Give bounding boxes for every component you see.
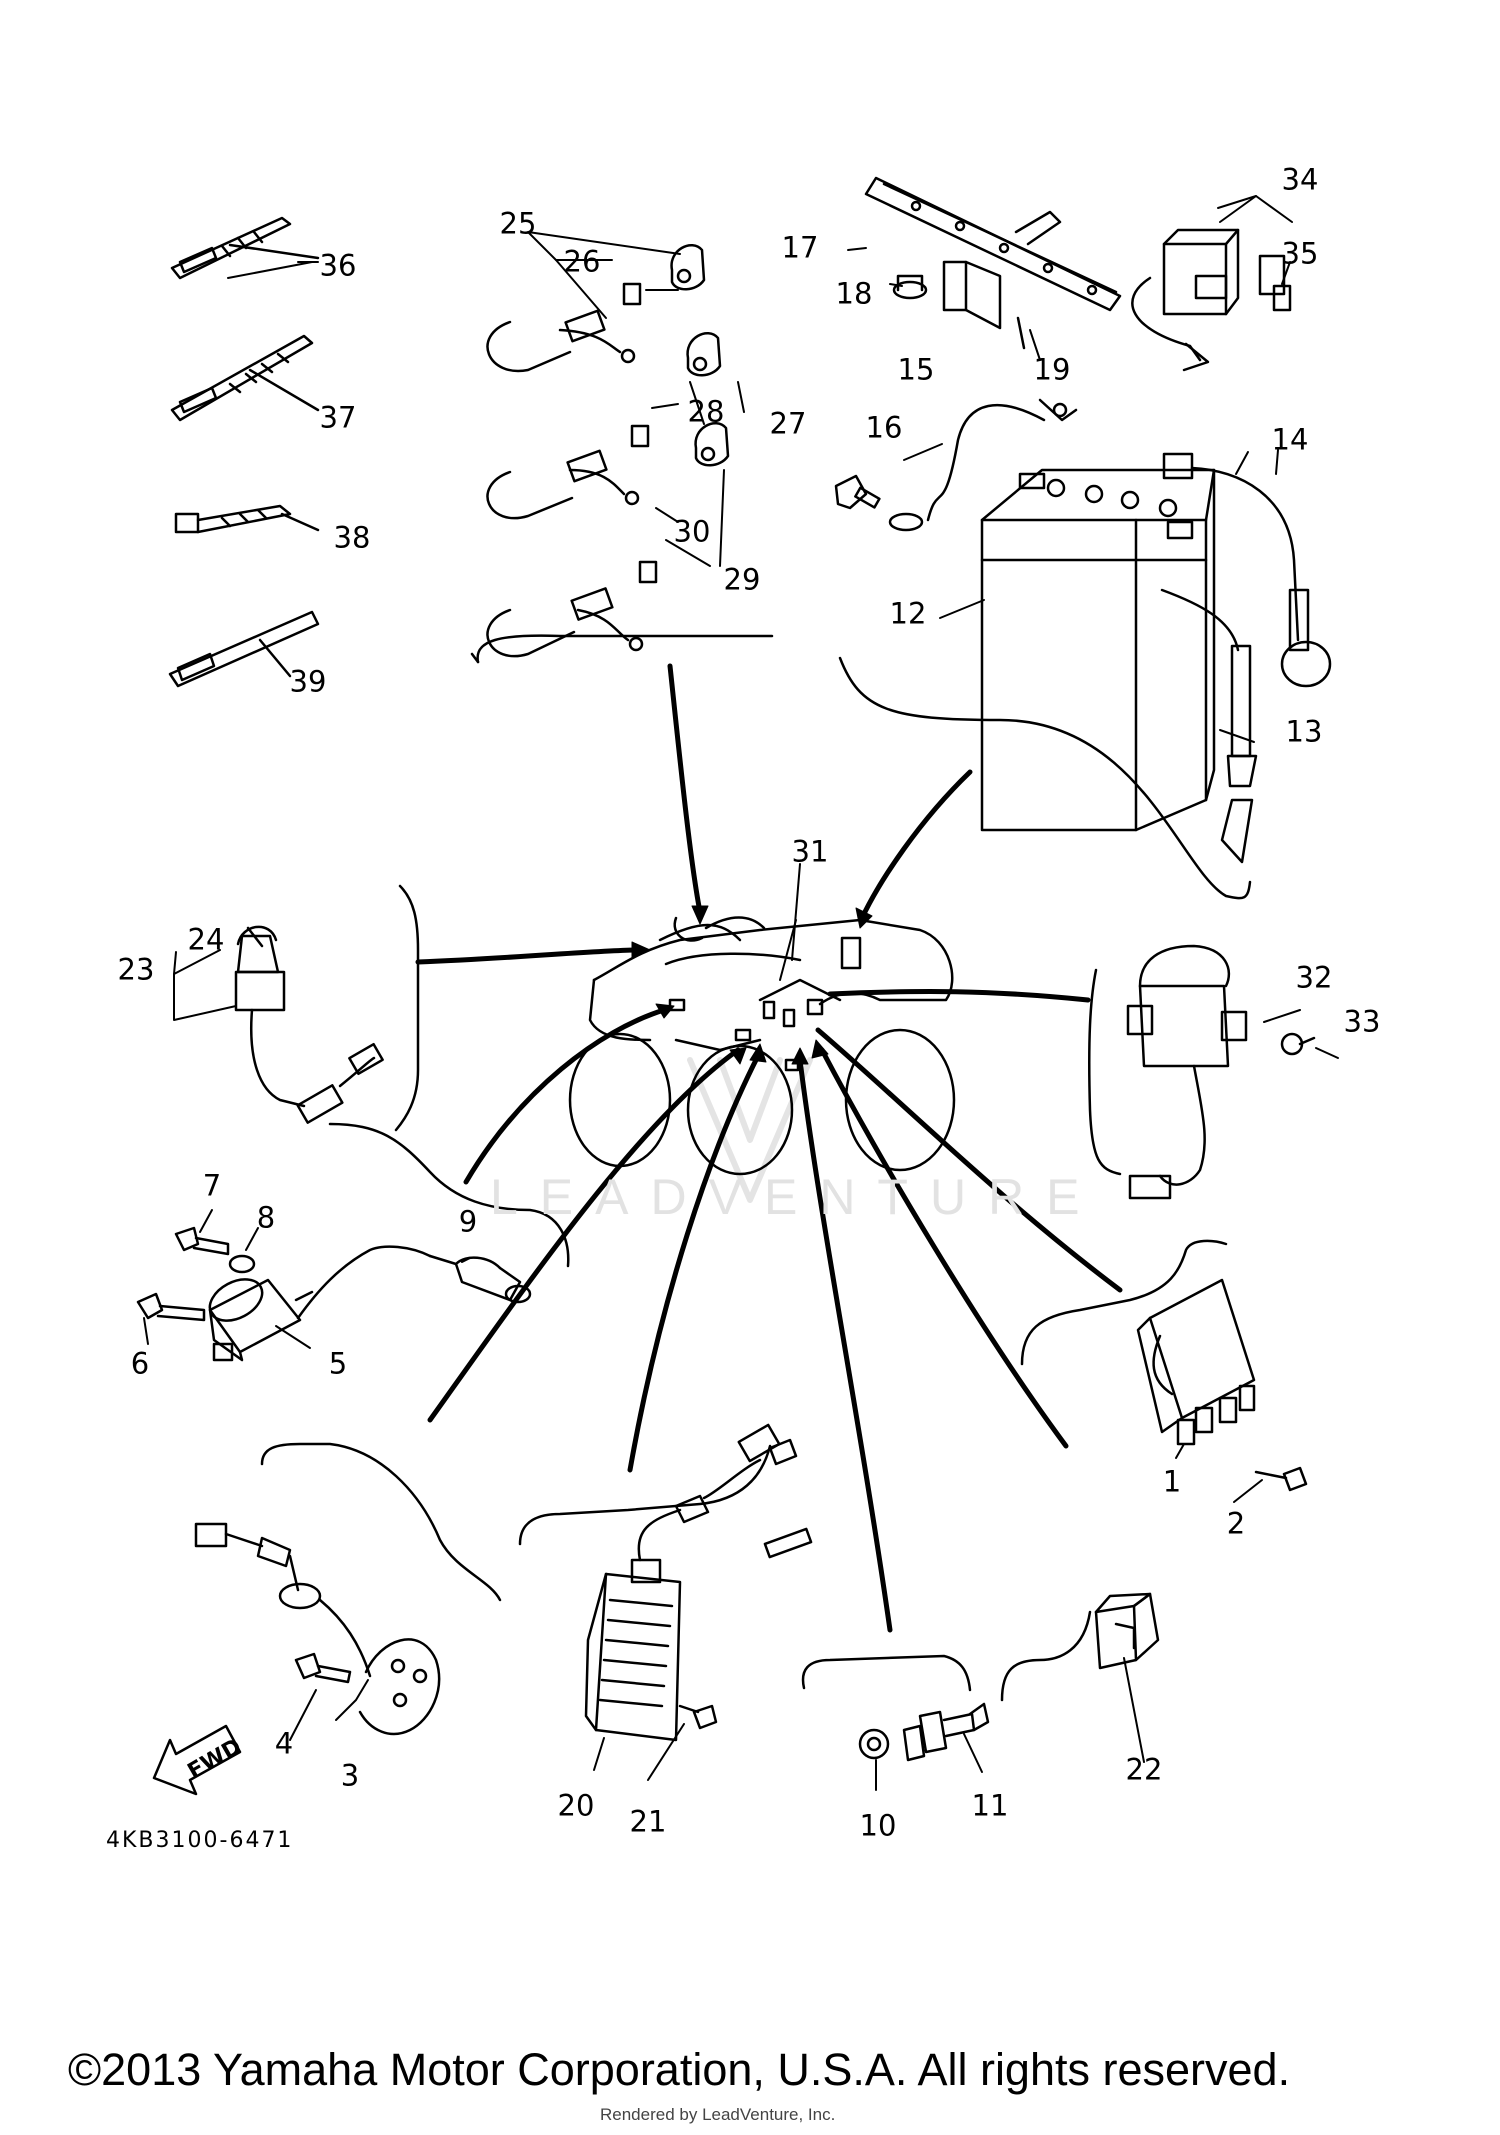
part-number-8: 8 xyxy=(256,1200,276,1235)
bolt-2 xyxy=(1256,1468,1306,1490)
ignition-coil-5 xyxy=(203,1247,430,1360)
part-number-36: 36 xyxy=(319,248,357,283)
rectifier-32 xyxy=(1128,946,1246,1198)
band-19 xyxy=(944,262,1024,348)
part-number-6: 6 xyxy=(130,1346,150,1381)
bolt-7 xyxy=(176,1228,228,1254)
part-number-15: 15 xyxy=(897,352,935,387)
sender-11 xyxy=(904,1704,988,1760)
watermark-text: LEADVENTURE xyxy=(490,1169,1102,1225)
battery-band-17 xyxy=(866,178,1120,310)
bolt-21 xyxy=(680,1706,716,1728)
part-number-24: 24 xyxy=(187,922,225,957)
bolt-4 xyxy=(296,1654,350,1682)
part-number-38: 38 xyxy=(333,520,371,555)
plug-cap-9 xyxy=(430,1256,530,1302)
part-number-28: 28 xyxy=(687,394,725,429)
bolt-33 xyxy=(1282,1034,1314,1054)
battery-cable-15 xyxy=(890,400,1076,530)
part-number-32: 32 xyxy=(1295,960,1333,995)
washer-8 xyxy=(230,1256,254,1272)
part-number-9: 9 xyxy=(458,1204,478,1239)
battery-box xyxy=(982,470,1214,830)
bolt-16 xyxy=(836,476,879,508)
washer-10 xyxy=(860,1730,888,1758)
part-number-20: 20 xyxy=(557,1788,595,1823)
breather-hose-13 xyxy=(1162,590,1256,862)
leaders-34-35 xyxy=(1218,196,1292,284)
rectifier-bracket xyxy=(1089,970,1120,1174)
part-number-10: 10 xyxy=(859,1808,897,1843)
part-number-22: 22 xyxy=(1125,1752,1163,1787)
part-number-17: 17 xyxy=(781,230,819,265)
key-switch-bracket xyxy=(396,886,418,1130)
sender-bracket xyxy=(803,1656,970,1690)
part-number-30: 30 xyxy=(673,514,711,549)
part-number-4: 4 xyxy=(274,1726,294,1761)
battery-bracket xyxy=(840,658,1250,898)
bolt-6 xyxy=(138,1294,204,1320)
part-number-5: 5 xyxy=(328,1346,348,1381)
part-number-3: 3 xyxy=(340,1758,360,1793)
part-number-13: 13 xyxy=(1285,714,1323,749)
part-number-12: 12 xyxy=(889,596,927,631)
rendered-by: Rendered by LeadVenture, Inc. xyxy=(600,2105,836,2124)
atv-outline xyxy=(570,918,954,1175)
part-number-25: 25 xyxy=(499,206,537,241)
main-switch-23 xyxy=(236,927,383,1123)
part-number-21: 21 xyxy=(629,1804,667,1839)
part-number-27: 27 xyxy=(769,406,807,441)
part-number-16: 16 xyxy=(865,410,903,445)
plug-caps-leaders xyxy=(528,232,744,566)
diagram-code: 4KB3100-6471 xyxy=(106,1828,294,1853)
copyright-notice: ©2013 Yamaha Motor Corporation, U.S.A. A… xyxy=(68,2044,1291,2095)
part-number-34: 34 xyxy=(1281,162,1319,197)
relay-22 xyxy=(1096,1594,1158,1668)
coil-bracket xyxy=(330,1124,568,1266)
part-number-31: 31 xyxy=(791,834,829,869)
cable-tie-38 xyxy=(176,506,318,532)
part-number-11: 11 xyxy=(971,1788,1009,1823)
part-number-14: 14 xyxy=(1271,422,1309,457)
cdi-unit-1 xyxy=(1138,1280,1254,1444)
part-number-7: 7 xyxy=(202,1168,222,1203)
fuse-35 xyxy=(1274,286,1290,310)
part-number-1: 1 xyxy=(1162,1464,1182,1499)
sensor-bracket xyxy=(262,1444,500,1600)
part-number-23: 23 xyxy=(117,952,155,987)
regulator-bracket xyxy=(520,1446,770,1544)
lead-14 xyxy=(1164,454,1330,686)
part-number-37: 37 xyxy=(319,400,357,435)
cable-tie-39 xyxy=(170,612,318,686)
starter-relay-34 xyxy=(1132,230,1284,370)
part-number-39: 39 xyxy=(289,664,327,699)
damper-18 xyxy=(894,276,926,298)
regulator-20 xyxy=(586,1425,811,1740)
cdi-bracket xyxy=(1022,1241,1226,1364)
part-number-33: 33 xyxy=(1343,1004,1381,1039)
part-number-2: 2 xyxy=(1226,1506,1246,1541)
fwd-arrow-icon xyxy=(154,1726,240,1794)
plug-caps-group xyxy=(472,245,772,662)
number-leaders xyxy=(144,248,1338,1790)
arrowheads xyxy=(632,906,872,1064)
part-number-29: 29 xyxy=(723,562,761,597)
callout-lines xyxy=(418,666,1120,1630)
relay-bracket xyxy=(1002,1612,1090,1700)
watermark-logo xyxy=(690,1060,810,1200)
part-number-35: 35 xyxy=(1281,236,1319,271)
cable-tie-36 xyxy=(172,218,318,278)
sensor-3 xyxy=(196,1524,439,1734)
part-number-18: 18 xyxy=(835,276,873,311)
part-number-19: 19 xyxy=(1033,352,1071,387)
part-number-26: 26 xyxy=(563,244,601,279)
cable-tie-37 xyxy=(172,336,318,420)
